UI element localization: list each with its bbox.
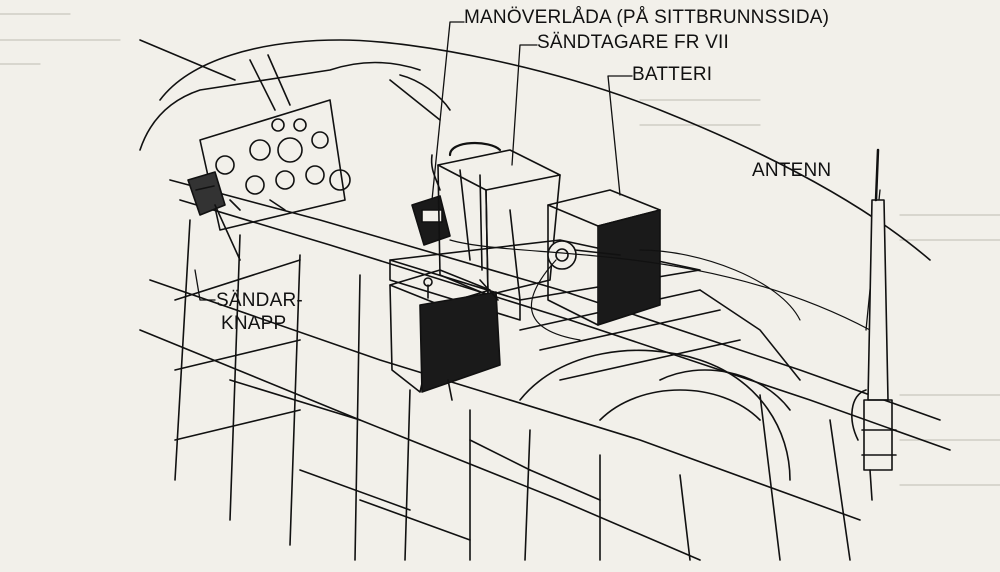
label-antenna: ANTENN — [752, 160, 832, 181]
transmit-key — [187, 171, 241, 261]
transceiver — [437, 141, 561, 301]
fuselage-frame — [139, 179, 951, 561]
instrument-panel — [199, 99, 351, 231]
battery — [547, 189, 661, 326]
lower-radio-unit — [389, 269, 501, 401]
background-text-lines — [0, 13, 1000, 486]
label-battery: BATTERI — [632, 64, 713, 85]
cables — [449, 239, 871, 341]
label-control-box: MANÖVERLÅDA (PÅ SITTBRUNNSSIDA) — [464, 7, 830, 28]
label-transceiver: SÄNDTAGARE FR VII — [537, 32, 730, 53]
label-transmit-key-line2: KNAPP — [221, 313, 287, 334]
label-transmit-key-line1: SÄNDAR- — [216, 290, 303, 311]
antenna — [851, 148, 897, 501]
canopy — [139, 39, 931, 261]
